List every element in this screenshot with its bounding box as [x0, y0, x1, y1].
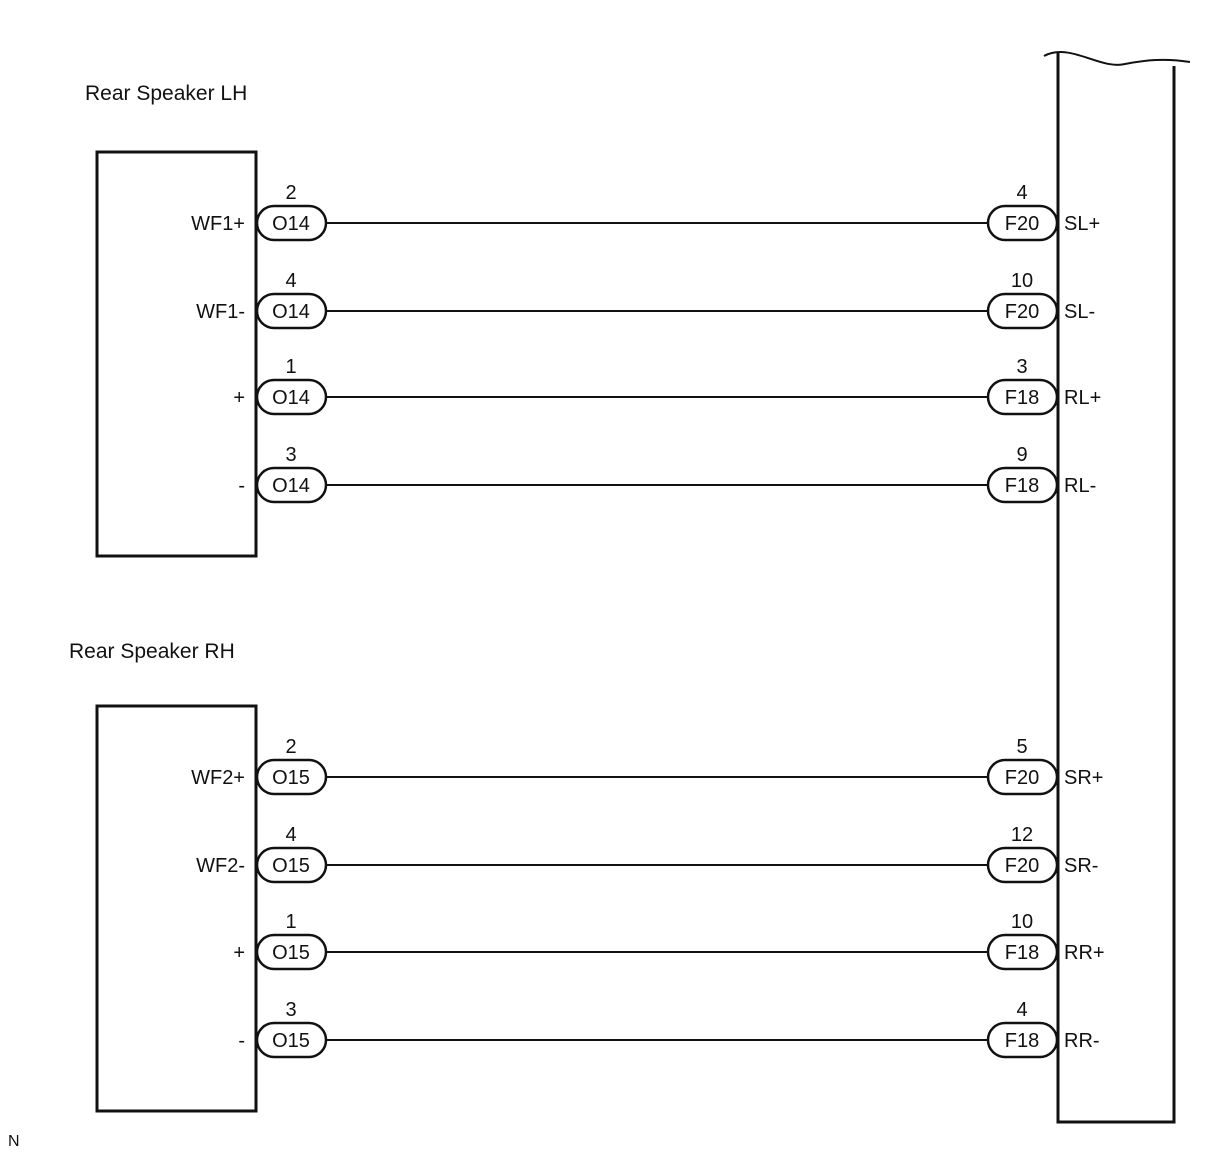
amplifier-pin-label: SR-: [1064, 855, 1098, 877]
right-connector-id: F20: [1005, 213, 1039, 235]
speaker-pin-label: -: [238, 1030, 245, 1052]
amplifier-pin-label: RR-: [1064, 1030, 1100, 1052]
amplifier-block: [1056, 52, 1176, 1124]
right-connector-pill: [986, 204, 1059, 242]
left-connector-pill: [255, 758, 328, 796]
right-connector-pill: [986, 758, 1059, 796]
left-connector-id: O15: [272, 1030, 310, 1052]
right-pin-number: 10: [1011, 270, 1033, 292]
speaker-pin-label: WF1-: [196, 301, 245, 323]
left-connector-id: O15: [272, 942, 310, 964]
speaker-pin-label: +: [233, 387, 245, 409]
footnote: N: [8, 1133, 20, 1150]
right-connector-id: F20: [1005, 767, 1039, 789]
left-connector-pill: [255, 378, 328, 416]
left-connector-pill: [255, 933, 328, 971]
speaker-pin-label: +: [233, 942, 245, 964]
amplifier-pin-label: SL-: [1064, 301, 1095, 323]
speaker-pin-label: WF1+: [191, 213, 245, 235]
amplifier-pin-label: SL+: [1064, 213, 1100, 235]
right-connector-pill: [986, 292, 1059, 330]
amplifier-pin-label: RL-: [1064, 475, 1096, 497]
right-pin-number: 3: [1016, 356, 1027, 378]
left-pin-number: 4: [285, 270, 296, 292]
left-connector-id: O14: [272, 475, 310, 497]
rear-speaker-rh-title: Rear Speaker RH: [69, 640, 235, 663]
left-connector-pill: [255, 204, 328, 242]
left-connector-id: O14: [272, 387, 310, 409]
right-connector-pill: [986, 466, 1059, 504]
left-connector-pill: [255, 846, 328, 884]
right-connector-id: F20: [1005, 301, 1039, 323]
left-connector-id: O15: [272, 855, 310, 877]
left-pin-number: 2: [285, 182, 296, 204]
right-connector-id: F18: [1005, 387, 1039, 409]
amplifier-pin-label: RL+: [1064, 387, 1101, 409]
left-pin-number: 2: [285, 736, 296, 758]
speaker-pin-label: WF2+: [191, 767, 245, 789]
rear-speaker-lh-title: Rear Speaker LH: [85, 82, 247, 105]
left-connector-id: O14: [272, 213, 310, 235]
left-connector-pill: [255, 1021, 328, 1059]
right-pin-number: 5: [1016, 736, 1027, 758]
left-pin-number: 1: [285, 911, 296, 933]
right-connector-id: F18: [1005, 1030, 1039, 1052]
right-connector-id: F18: [1005, 942, 1039, 964]
right-connector-pill: [986, 846, 1059, 884]
left-connector-pill: [255, 292, 328, 330]
right-pin-number: 12: [1011, 824, 1033, 846]
right-connector-pill: [986, 933, 1059, 971]
left-connector-pill: [255, 466, 328, 504]
right-pin-number: 4: [1016, 182, 1027, 204]
right-connector-pill: [986, 1021, 1059, 1059]
right-pin-number: 9: [1016, 444, 1027, 466]
left-connector-id: O14: [272, 301, 310, 323]
left-pin-number: 3: [285, 444, 296, 466]
right-connector-id: F18: [1005, 475, 1039, 497]
right-connector-pill: [986, 378, 1059, 416]
rear-speaker-rh-box: [95, 704, 258, 1113]
left-pin-number: 1: [285, 356, 296, 378]
speaker-pin-label: -: [238, 475, 245, 497]
left-connector-id: O15: [272, 767, 310, 789]
rear-speaker-lh-box: [95, 150, 258, 558]
right-pin-number: 4: [1016, 999, 1027, 1021]
left-pin-number: 4: [285, 824, 296, 846]
amplifier-pin-label: RR+: [1064, 942, 1105, 964]
right-pin-number: 10: [1011, 911, 1033, 933]
left-pin-number: 3: [285, 999, 296, 1021]
amplifier-pin-label: SR+: [1064, 767, 1103, 789]
speaker-pin-label: WF2-: [196, 855, 245, 877]
right-connector-id: F20: [1005, 855, 1039, 877]
amplifier-break-line: [1043, 51, 1191, 66]
